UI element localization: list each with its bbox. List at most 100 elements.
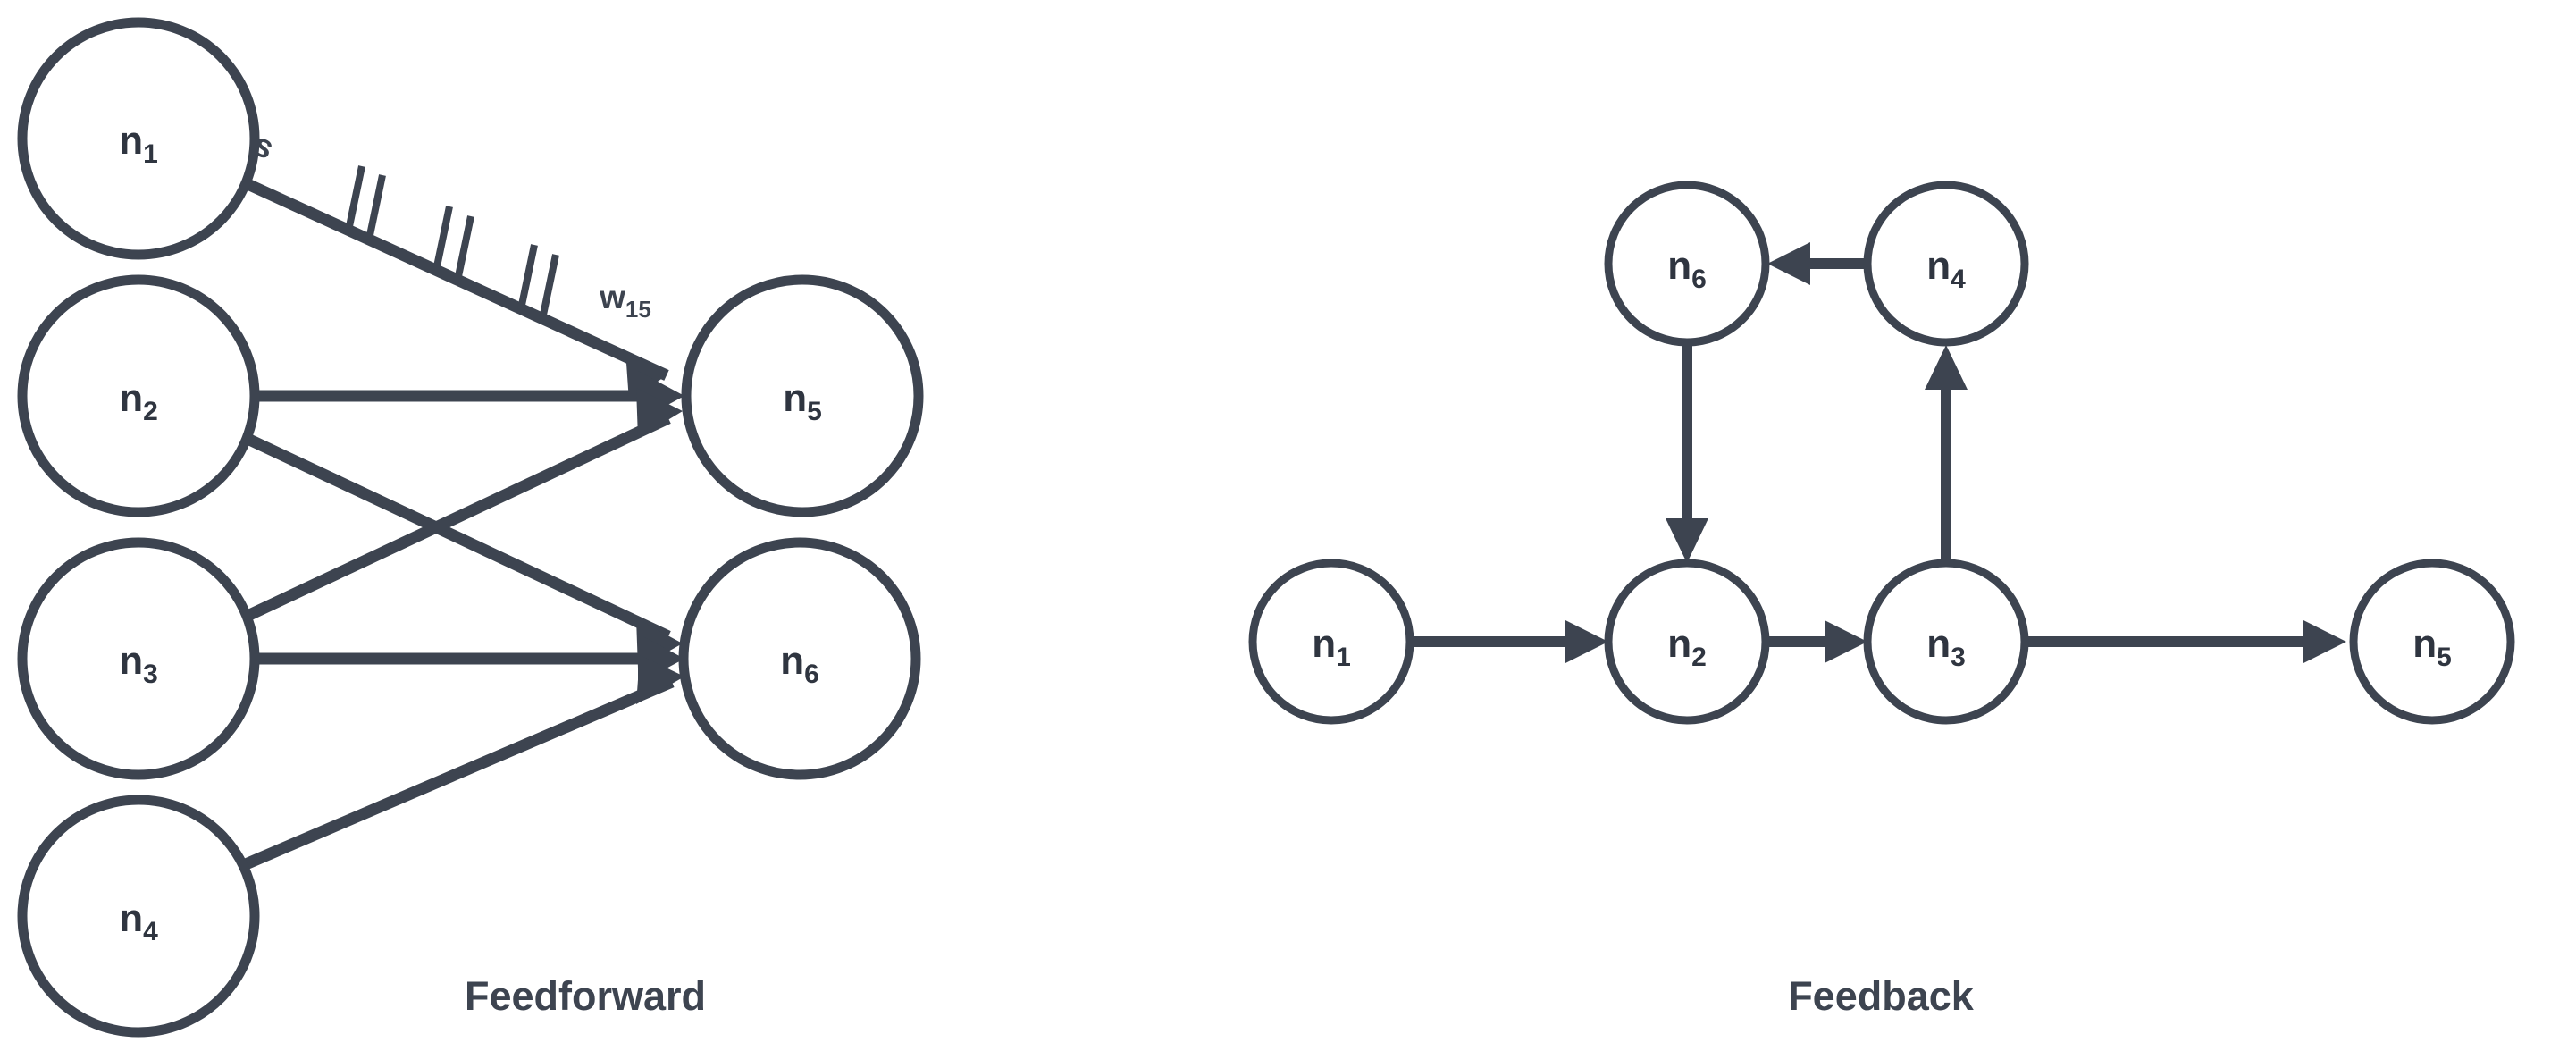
node-label-fb-n2: n2 (1667, 622, 1707, 672)
arrow-head-n3-n5 (636, 388, 683, 438)
panel-feedforward: spikes w15 n1 n2 n3 n4 (17, 17, 924, 1038)
edge-line-n3-n5 (243, 413, 671, 622)
node-circle-ff-n6 (678, 537, 921, 780)
node-circle-ff-n3 (17, 537, 260, 780)
node-label-ff-n1: n1 (119, 119, 158, 169)
node-label-fb-n1: n1 (1312, 622, 1351, 672)
arrow-head-fb-n3-n5 (2303, 620, 2346, 663)
node-label-ff-n3: n3 (119, 639, 158, 689)
node-fb-n4[interactable]: n4 (1863, 181, 2029, 347)
spike-tick-5 (517, 244, 538, 310)
node-label-base-ff-n5: n (783, 376, 807, 420)
node-ff-n2[interactable]: n2 (17, 274, 260, 517)
edge-fb-n1-to-n2[interactable] (1412, 620, 1608, 663)
spike-tick-2 (365, 174, 386, 240)
arrow-head-fb-n6-n2 (1666, 518, 1708, 563)
node-label-sub-fb-n4: 4 (1951, 265, 1966, 294)
edge-fb-n3-to-n4[interactable] (1925, 345, 1968, 561)
node-label-base-ff-n6: n (780, 639, 804, 683)
node-label-base-ff-n2: n (119, 376, 143, 420)
spike-tick-group (345, 165, 559, 320)
node-fb-n6[interactable]: n6 (1604, 181, 1770, 347)
panel-caption-feedback: Feedback (1788, 973, 1975, 1019)
node-label-sub-fb-n1: 1 (1336, 643, 1351, 672)
node-fb-n5[interactable]: n5 (2349, 559, 2515, 725)
edge-fb-n4-to-n6[interactable] (1767, 242, 1866, 285)
node-label-base-fb-n3: n (1926, 622, 1951, 666)
node-label-base-fb-n2: n (1667, 622, 1691, 666)
node-label-ff-n2: n2 (119, 376, 158, 426)
node-label-ff-n5: n5 (783, 376, 822, 426)
arrow-head-fb-n1-n2 (1565, 620, 1608, 663)
node-label-fb-n4: n4 (1926, 244, 1966, 294)
edge-fb-n6-to-n2[interactable] (1666, 344, 1708, 563)
node-label-base-fb-n1: n (1312, 622, 1336, 666)
node-label-base-ff-n4: n (119, 896, 143, 940)
node-circle-fb-n2 (1604, 559, 1770, 725)
spike-tick-3 (432, 206, 453, 272)
node-ff-n1[interactable]: n1 (17, 17, 260, 260)
node-label-base-ff-n1: n (119, 119, 143, 163)
edge-n2-to-n6[interactable] (243, 433, 683, 668)
spike-tick-1 (345, 165, 365, 231)
node-label-sub-ff-n2: 2 (143, 397, 158, 426)
arrow-head-n4-n6 (636, 655, 684, 704)
spike-tick-4 (454, 215, 474, 282)
node-circle-ff-n2 (17, 274, 260, 517)
edge-fb-n2-to-n3[interactable] (1767, 620, 1867, 663)
node-fb-n2[interactable]: n2 (1604, 559, 1770, 725)
edge-n3-to-n6[interactable] (255, 634, 684, 684)
node-fb-n1[interactable]: n1 (1248, 559, 1414, 725)
node-label-sub-fb-n2: 2 (1691, 643, 1707, 672)
panel-feedback: n6 n4 n1 n2 n3 (1248, 181, 2515, 1019)
node-label-base-ff-n3: n (119, 639, 143, 683)
arrow-head-fb-n2-n3 (1825, 620, 1867, 663)
node-label-sub-ff-n6: 6 (804, 660, 819, 689)
feedback-nodes: n6 n4 n1 n2 n3 (1248, 181, 2515, 725)
edge-line-n2-n6 (243, 433, 671, 642)
weight-label: w15 (599, 279, 651, 323)
node-label-ff-n6: n6 (780, 639, 819, 689)
edge-n2-to-n5[interactable] (255, 371, 684, 421)
edge-n4-to-n6[interactable] (237, 655, 684, 872)
node-label-sub-ff-n5: 5 (807, 397, 822, 426)
feedforward-nodes: n1 n2 n3 n4 n5 (17, 17, 924, 1038)
weight-label-subscript: 15 (625, 296, 651, 323)
panel-caption-feedforward: Feedforward (465, 973, 706, 1019)
node-ff-n3[interactable]: n3 (17, 537, 260, 780)
edge-fb-n3-to-n5[interactable] (2026, 620, 2346, 663)
node-label-base-fb-n6: n (1667, 244, 1691, 288)
node-circle-fb-n3 (1863, 559, 2029, 725)
node-label-base-fb-n5: n (2412, 622, 2437, 666)
arrow-head-fb-n4-n6 (1767, 242, 1810, 285)
node-ff-n4[interactable]: n4 (17, 795, 260, 1038)
node-circle-ff-n1 (17, 17, 260, 260)
node-label-sub-ff-n1: 1 (143, 139, 158, 169)
node-circle-fb-n1 (1248, 559, 1414, 725)
feedback-edges (1412, 242, 2346, 663)
node-label-sub-fb-n5: 5 (2437, 643, 2452, 672)
weight-label-base: w (599, 279, 625, 315)
spike-tick-6 (539, 254, 559, 320)
edge-line-n4-n6 (237, 677, 675, 872)
edge-n3-to-n5[interactable] (243, 388, 683, 622)
node-label-base-fb-n4: n (1926, 244, 1951, 288)
node-fb-n3[interactable]: n3 (1863, 559, 2029, 725)
arrow-head-fb-n3-n4 (1925, 345, 1968, 390)
node-label-sub-fb-n3: 3 (1951, 643, 1966, 672)
feedforward-edges (237, 165, 684, 872)
node-label-fb-n5: n5 (2412, 622, 2452, 672)
edge-n1-to-n5[interactable] (243, 165, 669, 401)
node-label-sub-ff-n4: 4 (143, 917, 158, 946)
node-circle-ff-n4 (17, 795, 260, 1038)
node-ff-n6[interactable]: n6 (678, 537, 921, 780)
node-circle-fb-n6 (1604, 181, 1770, 347)
node-label-fb-n6: n6 (1667, 244, 1707, 294)
node-circle-ff-n5 (681, 274, 924, 517)
node-label-ff-n4: n4 (119, 896, 158, 946)
node-ff-n5[interactable]: n5 (681, 274, 924, 517)
node-label-sub-fb-n6: 6 (1691, 265, 1707, 294)
node-circle-fb-n4 (1863, 181, 2029, 347)
